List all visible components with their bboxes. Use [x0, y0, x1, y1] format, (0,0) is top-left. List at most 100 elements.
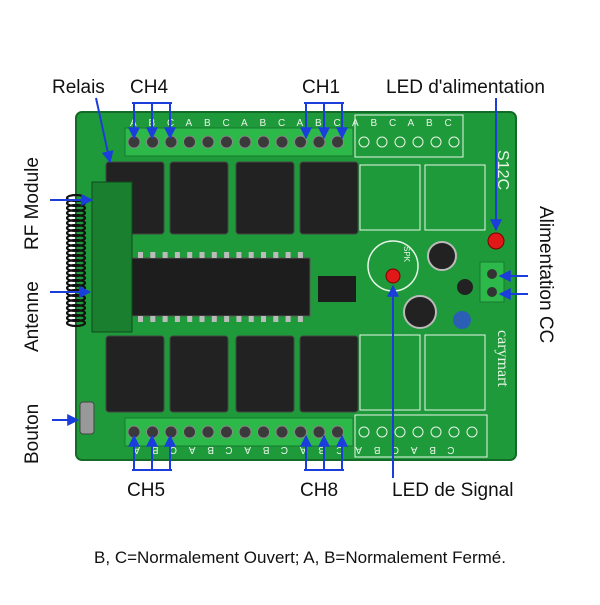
ic-pin: [174, 316, 180, 322]
label-alimentation-cc: Alimentation CC: [535, 206, 556, 344]
small-ic: [318, 276, 356, 302]
ic-pin: [199, 252, 205, 258]
ic-pin: [138, 252, 143, 258]
terminal-letter: B: [318, 444, 325, 455]
terminal-pad: [412, 136, 424, 148]
relay: [169, 161, 229, 235]
terminal-letter: B: [152, 444, 159, 455]
ic-pin: [261, 316, 266, 322]
terminal-letter: B: [260, 118, 267, 129]
ic-pins: [138, 252, 303, 322]
terminal-letter: A: [133, 444, 140, 455]
terminal-screw: [183, 135, 196, 149]
label-led-signal: LED de Signal: [392, 480, 514, 501]
label-antenne: Antenne: [22, 281, 43, 352]
ic-pin: [248, 252, 254, 258]
terminal-letter: C: [336, 444, 343, 455]
ic-pin: [248, 316, 254, 322]
terminal-letter: C: [445, 118, 452, 129]
ic-pin: [224, 316, 230, 322]
relay: [235, 335, 295, 413]
signal-led: [385, 268, 401, 284]
terminal-screw: [257, 425, 270, 439]
label-ch1: CH1: [302, 77, 341, 98]
label-led-power: LED d'alimentation: [386, 77, 545, 98]
terminal-pad: [394, 136, 406, 148]
button-component: [79, 401, 95, 435]
terminal-letter: A: [408, 118, 415, 129]
terminal-letter: C: [392, 444, 399, 455]
terminal-letter: B: [207, 444, 214, 455]
terminal-pad: [376, 426, 388, 438]
label-rf-module: RF Module: [22, 157, 43, 250]
capacitor-blue: [453, 311, 471, 329]
terminal-screw: [238, 135, 252, 149]
terminal-letter: C: [225, 444, 232, 455]
terminal-pad: [448, 426, 460, 438]
terminal-letter: C: [447, 444, 454, 455]
silk-model: S12C: [494, 150, 511, 190]
silk-spk: SPK: [402, 246, 411, 263]
ic-pin: [285, 252, 291, 258]
terminal-screw: [257, 135, 270, 149]
terminal-pad: [412, 426, 424, 438]
terminal-letter: A: [241, 118, 248, 129]
dc-screw-2: [487, 287, 497, 297]
pointer-arrows: [50, 97, 528, 478]
rf-module: [91, 181, 133, 333]
ic-pin: [297, 316, 303, 322]
antenna-coil: [65, 193, 87, 328]
terminal-screw: [294, 425, 307, 439]
terminal-letter: B: [374, 444, 381, 455]
relay: [299, 335, 359, 413]
transistor: [457, 279, 473, 295]
terminal-pad: [430, 136, 442, 148]
terminal-letter: C: [223, 118, 230, 129]
label-ch4: CH4: [130, 77, 169, 98]
terminal-letter: C: [334, 118, 341, 129]
bottom-screws: [127, 425, 478, 439]
ic-pin: [138, 316, 143, 322]
ic-pin: [236, 252, 242, 258]
terminal-pad: [430, 426, 442, 438]
terminal-letter: B: [263, 444, 270, 455]
ic-pin: [187, 316, 193, 322]
silk-brand: carymart: [494, 330, 511, 387]
relay: [105, 335, 165, 413]
ic-pin: [224, 252, 230, 258]
terminal-letter: C: [389, 118, 396, 129]
ic-pin: [150, 316, 156, 322]
label-relais: Relais: [52, 77, 105, 98]
terminal-letter: A: [352, 118, 359, 129]
terminal-letter: B: [429, 444, 436, 455]
terminal-pad: [358, 136, 370, 148]
terminal-pad: [358, 426, 370, 438]
ic-pin: [162, 316, 168, 322]
main-ic: [129, 257, 311, 317]
ic-pin: [285, 316, 291, 322]
arrow-relais: [95, 97, 114, 164]
terminal-pad: [466, 426, 478, 438]
terminal-letter: C: [170, 444, 177, 455]
ic-pin: [261, 252, 266, 258]
ic-pin: [174, 252, 180, 258]
terminal-letter: A: [297, 118, 304, 129]
dc-screw-1: [487, 269, 497, 279]
terminal-letter: A: [186, 118, 193, 129]
relay: [169, 335, 229, 413]
ic-pin: [211, 316, 217, 322]
terminal-screw: [294, 135, 307, 149]
terminal-pad: [376, 136, 388, 148]
terminal-letter: B: [204, 118, 211, 129]
ic-pin: [199, 316, 205, 322]
relay: [235, 161, 295, 235]
antenna-coil-turn: [65, 318, 87, 328]
ic-pin: [162, 252, 168, 258]
terminal-letter: A: [244, 444, 251, 455]
capacitor-large: [427, 241, 457, 271]
ic-pin: [211, 252, 217, 258]
terminal-pad: [394, 426, 406, 438]
terminal-letter: C: [278, 118, 285, 129]
